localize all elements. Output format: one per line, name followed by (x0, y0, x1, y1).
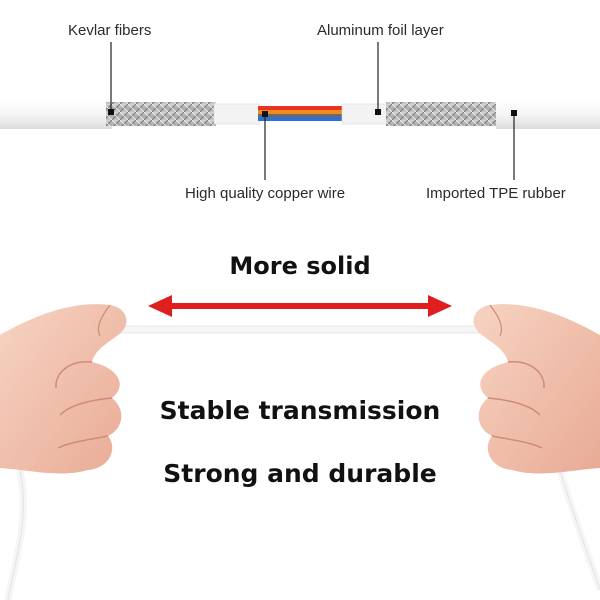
double-arrow-icon (148, 295, 452, 317)
copper-wires (258, 106, 344, 121)
kevlar-dot (108, 109, 114, 115)
callout-copper-wire: High quality copper wire (185, 185, 346, 202)
aluminum-dot (375, 109, 381, 115)
wire-orange (258, 110, 344, 114)
tpe-dot (511, 110, 517, 116)
aluminum-foil-segment-right (341, 103, 389, 125)
callout-aluminum-foil-layer: Aluminum foil layer (317, 22, 444, 39)
kevlar-braid-right (386, 102, 500, 126)
callout-tpe-rubber: Imported TPE rubber (426, 185, 566, 202)
callout-dots (108, 109, 517, 117)
tpe-jacket-left (0, 99, 112, 129)
right-hand-image (473, 304, 600, 474)
copper-dot (262, 111, 268, 117)
aluminum-foil-segment-left (213, 103, 261, 125)
callout-lines (110, 42, 515, 180)
wire-red (258, 106, 344, 110)
left-hand-image (0, 304, 127, 474)
kevlar-braid-left (106, 102, 216, 126)
cable-cross-section (0, 99, 600, 129)
wire-gray (258, 114, 344, 117)
headline-stable-transmission: Stable transmission (159, 396, 441, 425)
wire-blue (258, 117, 344, 121)
stretched-cable (4, 325, 600, 600)
headline-more-solid: More solid (229, 252, 371, 280)
headline-strong-durable: Strong and durable (163, 459, 437, 488)
callout-kevlar-fibers: Kevlar fibers (68, 22, 152, 39)
